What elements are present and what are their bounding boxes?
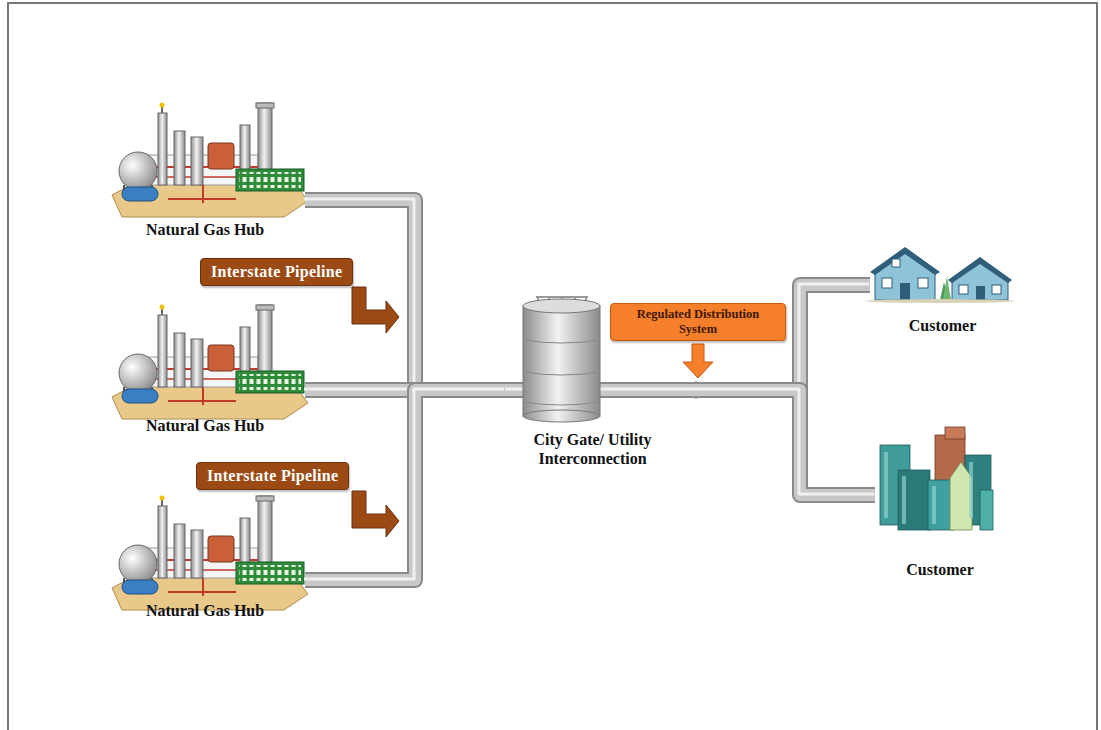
- houses-illustration: [900, 283, 910, 300]
- pipeline-callout-text: Interstate Pipeline: [207, 466, 338, 486]
- refinery-illustration: [112, 496, 308, 611]
- customer: Customer: [870, 250, 1015, 335]
- buildings-illustration: [884, 452, 888, 518]
- distribution-arrow: [683, 344, 713, 378]
- city-gate-tank: [523, 372, 600, 375]
- buildings-illustration: [969, 462, 973, 518]
- pipeline-callout: Interstate Pipeline: [200, 258, 353, 286]
- pipeline-arrow: [352, 287, 399, 333]
- houses-illustration: [870, 247, 940, 275]
- buildings-illustration: [945, 427, 965, 439]
- pipeline-arrow: [352, 491, 399, 537]
- houses-illustration: [959, 285, 968, 294]
- refinery-illustration: [112, 103, 308, 611]
- city-gate-tank: [523, 340, 600, 343]
- gas-pipe: [304, 199, 505, 390]
- frame: [8, 3, 1097, 730]
- buildings-illustration: [932, 486, 936, 524]
- distribution-callout-text: Regulated Distribution System: [617, 307, 779, 337]
- hub-label: Natural Gas Hub: [105, 510, 305, 620]
- hub-label: Natural Gas Hub: [105, 310, 305, 435]
- city-gate-tank: [523, 299, 600, 313]
- houses-illustration: [865, 247, 1015, 303]
- buildings-illustration: [902, 476, 906, 524]
- city-gate-tank: [523, 402, 600, 405]
- hub-label: Natural Gas Hub: [105, 100, 305, 239]
- gas-pipe: [680, 390, 875, 495]
- pipeline-callout-text: Interstate Pipeline: [211, 262, 342, 282]
- buildings-illustration: [884, 452, 973, 524]
- gas-pipe: [305, 200, 505, 390]
- pipeline-arrow: [352, 287, 399, 537]
- gas-pipe: [305, 200, 505, 390]
- refinery-illustration: [112, 305, 308, 420]
- buildings-illustration: [880, 445, 910, 525]
- distribution-callout: Regulated Distribution System: [610, 303, 786, 341]
- refinery-illustration: [112, 103, 308, 218]
- distribution-arrow: [683, 344, 713, 378]
- houses-illustration: [948, 257, 1012, 283]
- hub-label-text: Natural Gas Hub: [105, 220, 305, 239]
- hub-label-text: Natural Gas Hub: [105, 601, 305, 620]
- buildings-illustration: [898, 470, 930, 530]
- gas-pipe: [680, 390, 875, 495]
- city-gate-tank: [523, 306, 600, 416]
- houses-illustration: [918, 278, 928, 288]
- city-gate-text: City Gate/ Utility Interconnection: [505, 430, 680, 468]
- customer-text: Customer: [875, 560, 1005, 579]
- hub-label-text: Natural Gas Hub: [105, 416, 305, 435]
- buildings-illustration: [950, 462, 972, 530]
- houses-illustration: [882, 278, 892, 288]
- pipeline-callout: Interstate Pipeline: [196, 462, 349, 490]
- buildings-illustration: [880, 427, 993, 530]
- houses-illustration: [976, 286, 985, 300]
- houses-illustration: [992, 285, 1001, 294]
- gas-pipe: [679, 389, 874, 494]
- gas-pipe: [679, 389, 875, 495]
- customer-text: Customer: [870, 316, 1015, 335]
- houses-illustration: [892, 259, 900, 267]
- city-gate-tank: [523, 410, 600, 422]
- houses-illustration: [865, 299, 1015, 303]
- city-gate-tank: [523, 297, 600, 422]
- houses-illustration: [875, 250, 935, 300]
- houses-illustration: [952, 260, 1008, 300]
- gas-pipe: [304, 199, 504, 389]
- buildings-illustration: [980, 490, 993, 530]
- customer: Customer: [875, 420, 1005, 579]
